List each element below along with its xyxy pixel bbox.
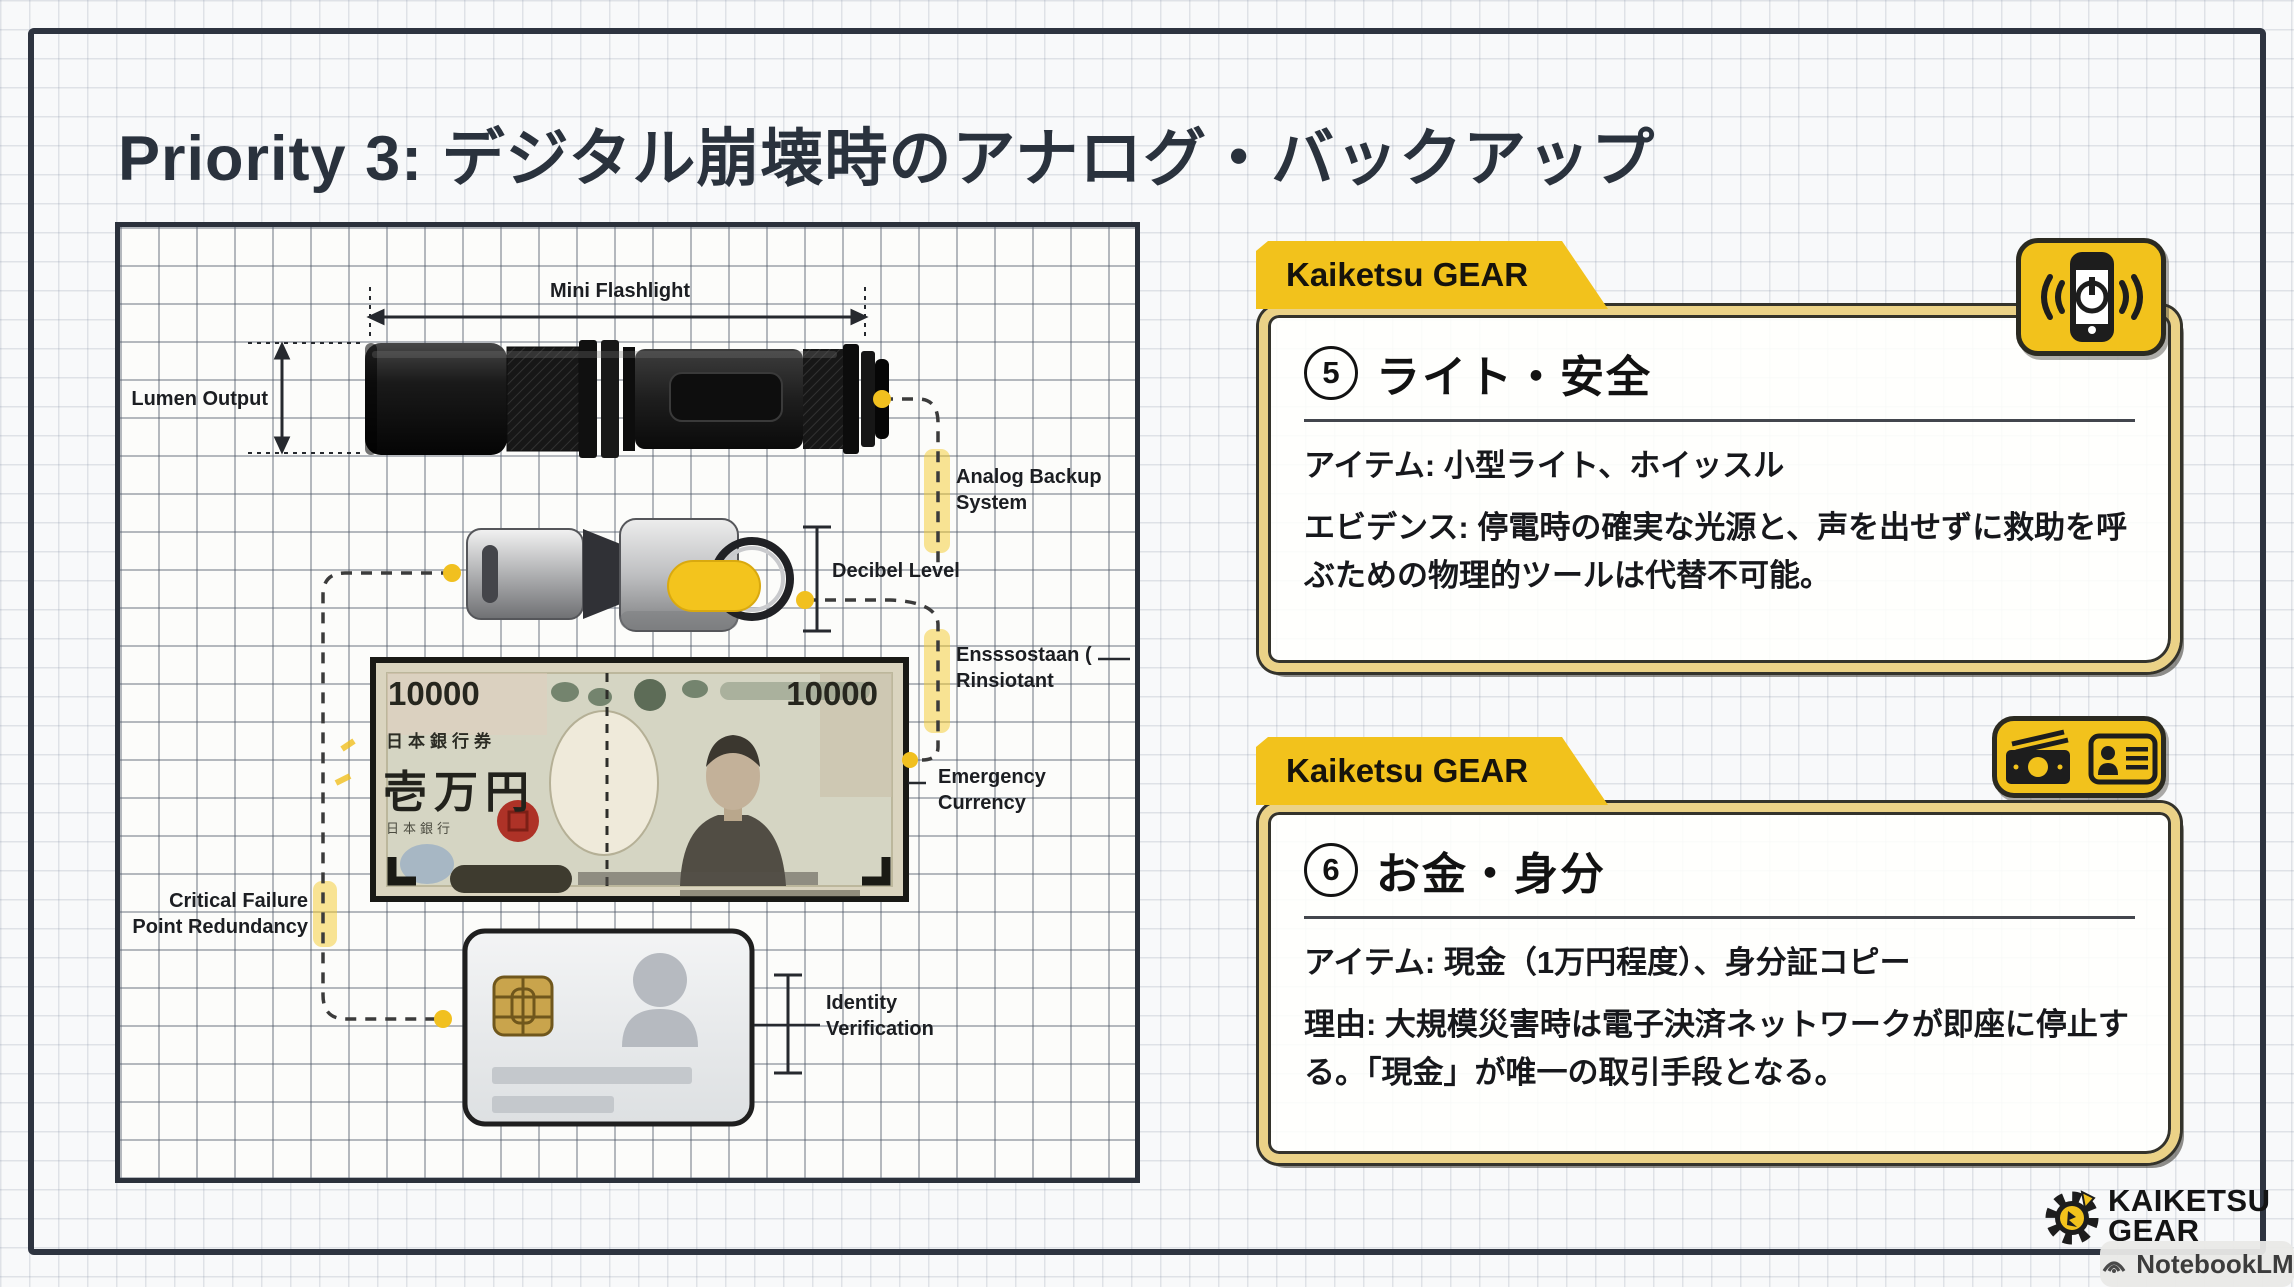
banknote-issuer: 日本銀行券 xyxy=(386,731,496,751)
notebooklm-label: NotebookLM xyxy=(2136,1248,2294,1279)
banknote-value-right: 10000 xyxy=(786,675,878,712)
connector-dots xyxy=(434,390,918,1028)
card1-body: 5 ライト・安全 アイテム: 小型ライト、ホイッスル エビデンス: 停電時の確実… xyxy=(1259,306,2180,672)
diagram-artwork: 10000 10000 日本銀行券 壱万円 日本銀行 xyxy=(248,287,1130,1127)
card2-title: お金・身分 xyxy=(1376,850,1606,899)
notebooklm-icon xyxy=(2102,1261,2126,1273)
card1-items: アイテム: 小型ライト、ホイッスル xyxy=(1304,448,1785,483)
id-card-illustration xyxy=(462,928,755,1127)
banknote-denomination: 壱万円 xyxy=(383,768,536,817)
label-decibel-level: Decibel Level xyxy=(832,560,960,582)
label-mini-flashlight: Mini Flashlight xyxy=(550,280,690,302)
card1-divider xyxy=(1304,419,2135,422)
phone-signal-icon xyxy=(2041,252,2143,342)
gear-logo-icon xyxy=(2045,1190,2099,1245)
card2-icon-box xyxy=(1992,716,2166,798)
label-analog-backup: Analog Backup System xyxy=(956,466,1102,514)
banknote-icon xyxy=(2006,729,2070,784)
dimension-lines xyxy=(248,287,1130,1075)
card2-reason: 理由: 大規模災害時は電子決済ネットワークが即座に停止する。「現金」が唯一の取引… xyxy=(1304,1007,2129,1091)
card1-tab: Kaiketsu GEAR xyxy=(1256,241,1608,309)
label-emergency-currency: Emergency Currency xyxy=(938,766,1046,814)
card2-tab: Kaiketsu GEAR xyxy=(1256,737,1608,805)
dashed-connectors xyxy=(321,397,940,1021)
notebooklm-badge[interactable]: NotebookLM xyxy=(2100,1241,2294,1287)
label-critical-failure: Critical Failure Point Redundancy xyxy=(132,890,308,938)
card2-divider xyxy=(1304,916,2135,919)
card1-title: ライト・安全 xyxy=(1376,353,1652,402)
card2-number-badge: 6 xyxy=(1304,843,1358,897)
banknote-value-left: 10000 xyxy=(388,675,480,712)
id-card-icon xyxy=(2088,733,2158,785)
page-title: Priority 3: デジタル崩壊時のアナログ・バックアップ xyxy=(118,124,1656,195)
label-ensssostaan: Ensssostaan ( Rinsiotant xyxy=(956,644,1092,692)
card2-body: 6 お金・身分 アイテム: 現金（1万円程度）、身分証コピー 理由: 大規模災害… xyxy=(1259,803,2180,1163)
flashlight-illustration xyxy=(365,340,889,458)
banknote-subtext: 日本銀行 xyxy=(386,821,454,836)
label-identity-verification: Identity Verification xyxy=(826,992,934,1040)
banknote-illustration: 10000 10000 日本銀行券 壱万円 日本銀行 xyxy=(370,657,909,902)
brand-text: KAIKETSU GEAR xyxy=(2108,1183,2271,1247)
card1-icon-box xyxy=(2016,238,2166,356)
card2-title-row: 6 お金・身分 xyxy=(1304,838,2135,902)
card2-items: アイテム: 現金（1万円程度）、身分証コピー xyxy=(1304,945,1911,980)
whistle-illustration xyxy=(466,518,794,632)
card1-number-badge: 5 xyxy=(1304,346,1358,400)
card1-title-row: 5 ライト・安全 xyxy=(1304,341,2135,405)
blueprint-diagram: 10000 10000 日本銀行券 壱万円 日本銀行 xyxy=(115,222,1140,1183)
card1-evidence: エビデンス: 停電時の確実な光源と、声を出せずに救助を呼ぶための物理的ツールは代… xyxy=(1304,510,2128,594)
kaiketsu-gear-logo xyxy=(2040,1184,2104,1253)
label-lumen-output: Lumen Output xyxy=(131,388,268,410)
brand-line1: KAIKETSU xyxy=(2108,1183,2271,1218)
slide-frame xyxy=(28,28,2266,1255)
